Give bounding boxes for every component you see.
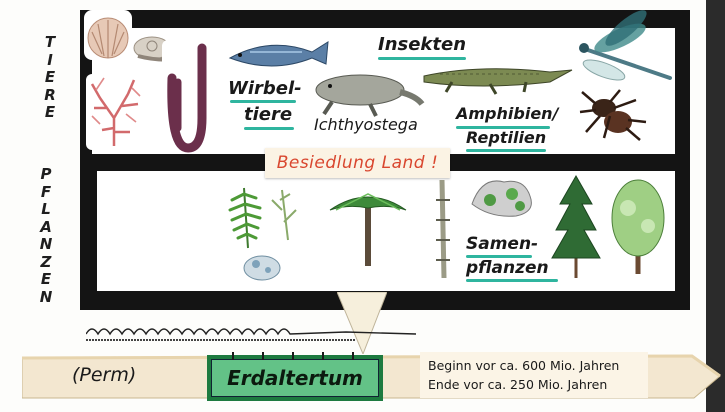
crocodile-icon bbox=[424, 69, 572, 94]
era-label: Erdaltertum bbox=[211, 359, 379, 397]
era-begin-text: Beginn vor ca. 600 Mio. Jahren bbox=[428, 358, 619, 373]
horsetail-icon bbox=[272, 190, 296, 240]
label-ichthyostega: Ichthyostega bbox=[314, 115, 418, 134]
side-letter: Z bbox=[36, 254, 56, 272]
label-amphibien-1: Amphibien/ bbox=[456, 104, 558, 123]
underline bbox=[466, 279, 558, 282]
label-samen-1: Samen- bbox=[466, 234, 538, 254]
screen-edge bbox=[706, 0, 725, 412]
side-letter: E bbox=[40, 104, 60, 122]
label-wirbeltiere-2: tiere bbox=[244, 104, 292, 125]
label-insekten: Insekten bbox=[378, 34, 466, 55]
label-samen-2: pflanzen bbox=[466, 258, 549, 278]
side-letter: N bbox=[36, 289, 56, 307]
side-label-plants: P F L A N Z E N bbox=[36, 166, 56, 306]
side-letter: I bbox=[40, 52, 60, 70]
lichen-icon bbox=[244, 256, 280, 280]
underline bbox=[230, 100, 296, 103]
shell-icon bbox=[84, 10, 132, 60]
animal-illustrations bbox=[80, 8, 690, 158]
moss-icon bbox=[472, 181, 531, 216]
side-letter: E bbox=[36, 271, 56, 289]
side-letter: T bbox=[40, 34, 60, 52]
side-letter: L bbox=[36, 201, 56, 219]
underline bbox=[466, 149, 546, 152]
calamites-icon bbox=[436, 180, 450, 278]
side-letter: E bbox=[40, 69, 60, 87]
side-letter: N bbox=[36, 236, 56, 254]
broadleaf-tree-icon bbox=[612, 180, 664, 274]
underline bbox=[378, 57, 466, 60]
side-letter: A bbox=[36, 219, 56, 237]
label-wirbeltiere-1: Wirbel- bbox=[228, 78, 302, 99]
label-amphibien-2: Reptilien bbox=[466, 128, 546, 147]
conifer-icon bbox=[552, 176, 600, 278]
era-end-text: Ende vor ca. 250 Mio. Jahren bbox=[428, 377, 607, 392]
side-letter: R bbox=[40, 87, 60, 105]
geologic-wave bbox=[86, 316, 696, 346]
perm-label: (Perm) bbox=[72, 364, 136, 386]
dragonfly-icon bbox=[579, 8, 670, 84]
era-info-card: Beginn vor ca. 600 Mio. Jahren Ende vor … bbox=[420, 352, 648, 398]
ichthyostega-icon bbox=[316, 75, 422, 116]
side-letter: P bbox=[36, 166, 56, 184]
fern-icon bbox=[230, 188, 260, 248]
underline bbox=[244, 127, 294, 130]
side-letter: F bbox=[36, 184, 56, 202]
fish-icon bbox=[230, 42, 328, 66]
spider-icon bbox=[580, 90, 646, 140]
tree-fern-icon bbox=[330, 194, 406, 266]
coral-icon bbox=[86, 74, 144, 150]
side-label-animals: T I E R E bbox=[40, 34, 60, 122]
sponge-tube-icon bbox=[162, 40, 218, 152]
plant-illustrations bbox=[220, 170, 675, 290]
